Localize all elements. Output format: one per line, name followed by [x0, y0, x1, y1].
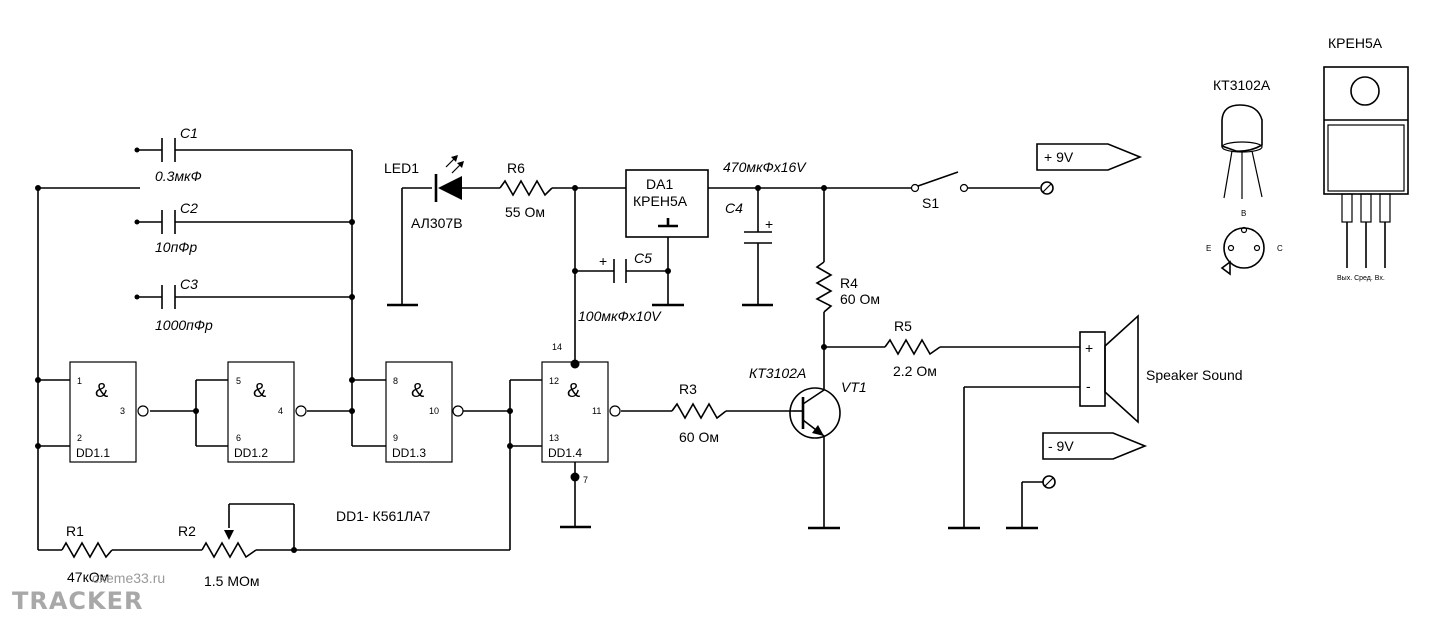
vt1-ref: VT1: [841, 379, 867, 395]
r2-value: 1.5 МОм: [204, 573, 260, 589]
speaker: + - Speaker Sound: [1079, 314, 1243, 424]
transistor-package: КТ3102А B E C: [1206, 77, 1283, 276]
transistor-pin-b: B: [1241, 209, 1246, 218]
minus-9v-terminal: - 9V: [1042, 432, 1148, 489]
gate3-symbol: &: [411, 380, 425, 402]
transistor-pin-c: C: [1277, 244, 1283, 253]
r4-value: 60 Ом: [840, 291, 880, 307]
vt1-value: КТ3102А: [749, 365, 806, 381]
transistor-vt1: КТ3102А VT1: [749, 365, 867, 439]
r5-value: 2.2 Ом: [893, 363, 937, 379]
c5-plus: +: [599, 253, 607, 269]
gate2-pin-out: 4: [278, 406, 283, 416]
led1-ref: LED1: [384, 160, 419, 176]
chip-label: DD1- К561ЛА7: [336, 508, 431, 524]
transistor-package-title: КТ3102А: [1213, 77, 1271, 93]
r6-value: 55 Ом: [505, 204, 545, 220]
c5-value: 100мкФх10V: [578, 308, 662, 324]
c2-ref: C2: [180, 200, 198, 216]
gate4-symbol: &: [567, 380, 581, 402]
c1-ref: C1: [180, 125, 198, 141]
c5-ref: C5: [634, 250, 652, 266]
gate3-pin-in2: 9: [393, 433, 398, 443]
resistor-r1: R1 47кОм: [61, 523, 113, 585]
gate2-pin-in1: 5: [236, 376, 241, 386]
switch-s1: S1: [910, 171, 969, 211]
gate-dd1-4: & 12 13 11 14 7 DD1.4: [541, 342, 621, 485]
capacitor-c2: C2 10пФр: [155, 200, 198, 255]
regulator-package: КРЕН5А Вых. Сред. Вх.: [1323, 35, 1409, 282]
watermark-site: cxeme33.ru: [92, 570, 165, 586]
c4-plus: +: [765, 216, 773, 232]
r5-ref: R5: [894, 318, 912, 334]
gate-dd1-2: & 5 6 4 DD1.2: [227, 361, 307, 463]
gate-dd1-3: & 8 9 10 DD1.3: [385, 361, 464, 463]
gate1-pin-in2: 2: [77, 433, 82, 443]
resistor-r4: R4 60 Ом: [815, 261, 880, 313]
gate1-pin-out: 3: [120, 406, 125, 416]
gate4-pin-in1: 12: [549, 376, 559, 386]
da1-ref: DA1: [646, 176, 673, 192]
resistor-r6: R6 55 Ом: [499, 160, 553, 220]
gate2-pin-in2: 6: [236, 433, 241, 443]
gate3-pin-out: 10: [429, 406, 439, 416]
resistor-r2: R2 1.5 МОм: [178, 523, 260, 589]
r1-ref: R1: [66, 523, 84, 539]
c4-ref: C4: [725, 200, 743, 216]
gate1-name: DD1.1: [76, 446, 110, 460]
transistor-pin-e: E: [1206, 244, 1211, 253]
c2-value: 10пФр: [155, 239, 197, 255]
capacitor-c1: C1 0.3мкФ: [155, 125, 202, 184]
gate2-name: DD1.2: [234, 446, 268, 460]
gate1-symbol: &: [95, 380, 109, 402]
speaker-label: Speaker Sound: [1146, 367, 1243, 383]
gate-dd1-1: & 1 2 3 DD1.1: [69, 361, 149, 463]
r2-ref: R2: [178, 523, 196, 539]
capacitor-c5: + C5 100мкФх10V: [578, 250, 662, 324]
gate4-pin-vcc: 14: [552, 342, 562, 352]
r4-ref: R4: [840, 275, 858, 291]
capacitor-c3: C3 1000пФр: [155, 276, 213, 333]
junctions: [35, 147, 827, 553]
r3-value: 60 Ом: [679, 429, 719, 445]
plus-9v-label: + 9V: [1044, 149, 1074, 165]
speaker-minus: -: [1086, 378, 1091, 394]
regulator-package-title: КРЕН5А: [1328, 35, 1383, 51]
led1: LED1 АЛ307В: [384, 155, 464, 231]
gate2-symbol: &: [253, 380, 267, 402]
da1-value: КРЕН5А: [633, 193, 688, 209]
c3-value: 1000пФр: [155, 317, 213, 333]
gate4-pin-in2: 13: [549, 433, 559, 443]
gate1-pin-in1: 1: [77, 376, 82, 386]
watermark-brand: TRACKER: [12, 587, 144, 615]
gate4-pin-gnd: 7: [583, 475, 588, 485]
r6-ref: R6: [507, 160, 525, 176]
gate3-name: DD1.3: [392, 446, 426, 460]
c4-value: 470мкФх16V: [723, 159, 807, 175]
capacitor-c4: + C4 470мкФх16V: [723, 159, 807, 244]
s1-ref: S1: [922, 195, 939, 211]
resistor-r5: R5 2.2 Ом: [884, 318, 941, 379]
regulator-da1: DA1 КРЕН5А: [625, 169, 709, 238]
regulator-pin-labels: Вых. Сред. Вх.: [1337, 275, 1385, 282]
r3-ref: R3: [679, 381, 697, 397]
r1-value: 47кОм: [67, 569, 109, 585]
c3-ref: C3: [180, 276, 198, 292]
gate3-pin-in1: 8: [393, 376, 398, 386]
minus-9v-label: - 9V: [1048, 438, 1074, 454]
gate4-name: DD1.4: [548, 446, 582, 460]
gate4-pin-out: 11: [592, 406, 601, 416]
resistor-r3: R3 60 Ом: [671, 381, 727, 445]
watermark: cxeme33.ru TRACKER: [12, 570, 165, 615]
c1-value: 0.3мкФ: [155, 168, 202, 184]
speaker-plus: +: [1085, 340, 1093, 356]
plus-9v-terminal: + 9V: [1036, 143, 1143, 195]
led1-value: АЛ307В: [411, 215, 463, 231]
